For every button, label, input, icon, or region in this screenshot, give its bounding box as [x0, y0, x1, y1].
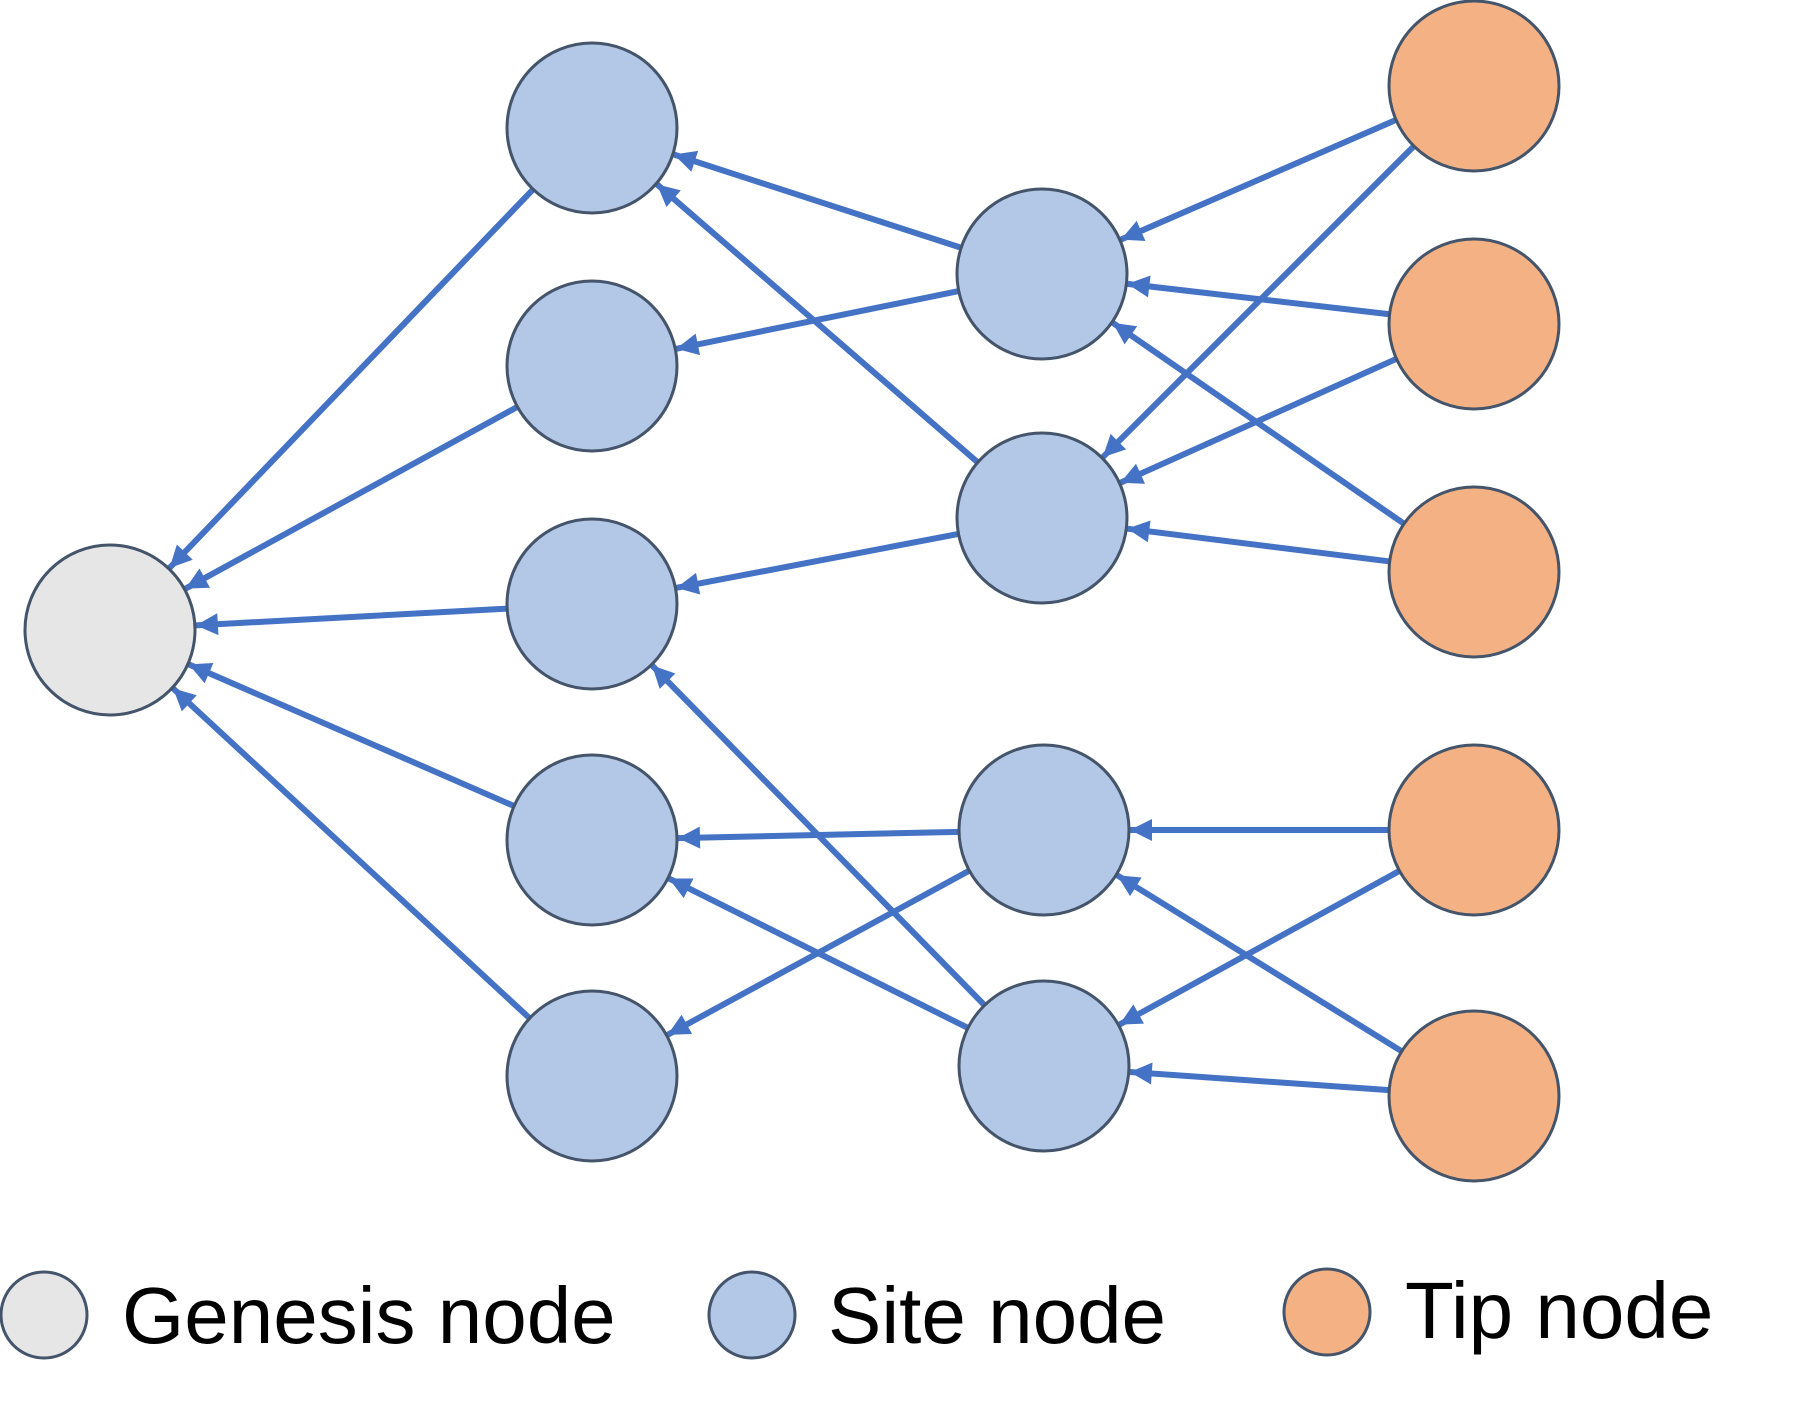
site-node-m1 — [955, 187, 1129, 361]
edge-s4-to-g — [185, 661, 518, 810]
legend-swatch-genesis — [0, 1270, 89, 1360]
edge-m4-to-s4 — [665, 875, 971, 1031]
edge-m2-to-s1 — [653, 181, 981, 466]
tip-node-t1 — [1387, 0, 1561, 173]
site-node-s5 — [505, 989, 679, 1163]
edge-m1-to-s1 — [670, 150, 965, 251]
tip-node-t2 — [1387, 237, 1561, 411]
legend-item-site: Site node — [707, 1270, 1166, 1360]
edges-layer — [166, 116, 1417, 1094]
legend-label-site: Site node — [828, 1271, 1166, 1360]
site-node-m4 — [957, 979, 1131, 1153]
edge-s1-to-g — [166, 186, 537, 571]
legend-label-tip: Tip node — [1405, 1266, 1713, 1355]
nodes-layer — [23, 0, 1561, 1183]
site-node-s3 — [505, 517, 679, 691]
site-node-s4 — [505, 753, 679, 927]
edge-t3-to-m2 — [1124, 520, 1393, 565]
site-node-m3 — [957, 743, 1131, 917]
legend-item-genesis: Genesis node — [0, 1270, 616, 1360]
edge-t2-to-m1 — [1124, 275, 1393, 318]
legend-item-tip: Tip node — [1282, 1266, 1713, 1357]
edge-s2-to-g — [182, 403, 521, 592]
legend-label-genesis: Genesis node — [122, 1271, 616, 1360]
edge-s5-to-g — [170, 685, 533, 1022]
tip-node-t5 — [1387, 1009, 1561, 1183]
legend-swatch-site — [707, 1270, 797, 1360]
edge-t1-to-m1 — [1117, 116, 1400, 243]
site-node-m2 — [955, 431, 1129, 605]
edge-t3-to-m1 — [1109, 319, 1408, 527]
tip-node-t3 — [1387, 485, 1561, 659]
site-node-s2 — [505, 279, 679, 453]
site-node-s1 — [505, 41, 679, 215]
genesis-node-g — [23, 543, 197, 717]
edge-m2-to-s3 — [673, 530, 962, 595]
legend-swatch-tip — [1282, 1267, 1372, 1357]
edge-m4-to-s3 — [649, 662, 988, 1009]
edge-t5-to-m3 — [1114, 872, 1405, 1055]
edge-t5-to-m4 — [1126, 1062, 1393, 1094]
edge-t4-to-m4 — [1116, 867, 1403, 1028]
tip-node-t4 — [1387, 743, 1561, 917]
legend: Genesis node Site node Tip node — [0, 1266, 1713, 1360]
edge-s3-to-g — [192, 605, 511, 636]
